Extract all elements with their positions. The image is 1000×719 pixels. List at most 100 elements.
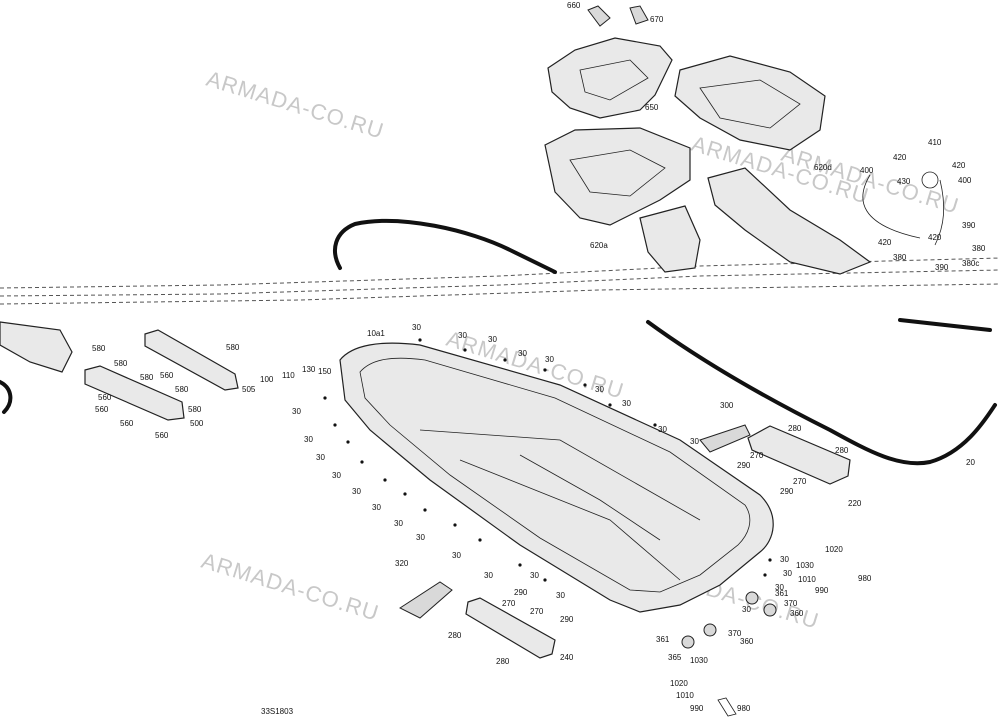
callout: 1010	[676, 691, 694, 700]
callout: 361	[775, 589, 789, 598]
callout: 580	[175, 385, 189, 394]
callout: 30	[488, 335, 497, 344]
callout: 270	[750, 451, 764, 460]
callout: 30	[352, 487, 361, 496]
callout: 580	[226, 343, 240, 352]
callout: 30	[742, 605, 751, 614]
callout: 100	[260, 375, 274, 384]
callout: 980	[737, 704, 751, 713]
callout: 390	[935, 263, 949, 272]
callout: 110	[282, 371, 295, 380]
callout: 30	[316, 453, 325, 462]
callout: 30	[783, 569, 792, 578]
callout: 300	[720, 401, 734, 410]
callout: 30	[332, 471, 341, 480]
side-rails	[0, 321, 239, 421]
callout: 30	[452, 551, 461, 560]
callout: 270	[530, 607, 544, 616]
callout: 370	[784, 599, 798, 608]
callout: 620d	[814, 163, 832, 172]
reference-code: 33S1803	[261, 707, 294, 716]
callout: 30	[775, 583, 784, 592]
callout: 420	[878, 238, 892, 247]
callout: 430	[897, 177, 911, 186]
callout: 990	[815, 586, 829, 595]
callout: 30	[416, 533, 425, 542]
callout: 560	[120, 419, 134, 428]
callout: 30	[690, 437, 699, 446]
callout: 410	[928, 138, 942, 147]
callout: 670	[650, 15, 664, 24]
callout: 280	[496, 657, 510, 666]
callout: 365	[668, 653, 682, 662]
callout: 30	[530, 571, 539, 580]
callout: 361	[656, 635, 670, 644]
callout: 30	[304, 435, 313, 444]
callout: 290	[737, 461, 751, 470]
callout: 420	[952, 161, 966, 170]
callout: 20	[966, 458, 975, 467]
seal-strips	[0, 218, 997, 466]
callout: 400	[958, 176, 972, 185]
callout: 660	[567, 1, 581, 10]
watermark: ARMADA-CO.RU	[204, 66, 388, 144]
fuel-hoses	[862, 171, 945, 246]
callout: 650	[645, 103, 659, 112]
callout: 30	[622, 399, 631, 408]
callout: 30	[394, 519, 403, 528]
callout: 1020	[670, 679, 688, 688]
callout: 420	[928, 233, 942, 242]
callout: 220	[848, 499, 862, 508]
callout: 980	[858, 574, 872, 583]
callout: 370	[728, 629, 742, 638]
callout: 580	[114, 359, 128, 368]
callout: 360	[790, 609, 804, 618]
callout: 240	[560, 653, 574, 662]
callout: 390	[962, 221, 976, 230]
callout: 1030	[690, 656, 708, 665]
callout: 620a	[590, 241, 608, 250]
callout: 30	[545, 355, 554, 364]
callout: 990	[690, 704, 704, 713]
callout: 580	[188, 405, 202, 414]
callout: 30	[595, 385, 604, 394]
callout: 130	[302, 365, 316, 374]
callout: 30	[292, 407, 301, 416]
callout: 560	[98, 393, 112, 402]
callout: 270	[502, 599, 516, 608]
callout: 380c	[962, 259, 979, 268]
callout: 30	[556, 591, 565, 600]
callout: 30	[484, 571, 493, 580]
callout: 280	[835, 446, 849, 455]
callout: 270	[793, 477, 807, 486]
callout: 30	[658, 425, 667, 434]
callout: 505	[242, 385, 256, 394]
callout: 580	[140, 373, 154, 382]
callout: 420	[893, 153, 907, 162]
watermark: ARMADA-CO.RU	[199, 548, 383, 626]
callout: 30	[780, 555, 789, 564]
drain-fittings	[681, 591, 777, 717]
callout: 360	[740, 637, 754, 646]
callout: 290	[560, 615, 574, 624]
callout: 30	[372, 503, 381, 512]
callout: 280	[788, 424, 802, 433]
callout-labels: 660 670 650 620d 620a 410 420 420 400 43…	[92, 1, 986, 713]
callout: 1020	[825, 545, 843, 554]
callout: 500	[190, 419, 204, 428]
callout: 290	[514, 588, 528, 597]
callout: 1010	[798, 575, 816, 584]
callout: 10a1	[367, 329, 385, 338]
callout: 380	[893, 253, 907, 262]
callout: 280	[448, 631, 462, 640]
callout: 1030	[796, 561, 814, 570]
callout: 30	[458, 331, 467, 340]
callout: 560	[95, 405, 109, 414]
storage-bins	[544, 5, 872, 275]
callout: 30	[412, 323, 421, 332]
callout: 560	[155, 431, 169, 440]
hull	[339, 342, 774, 613]
callout: 290	[780, 487, 794, 496]
callout: 150	[318, 367, 332, 376]
